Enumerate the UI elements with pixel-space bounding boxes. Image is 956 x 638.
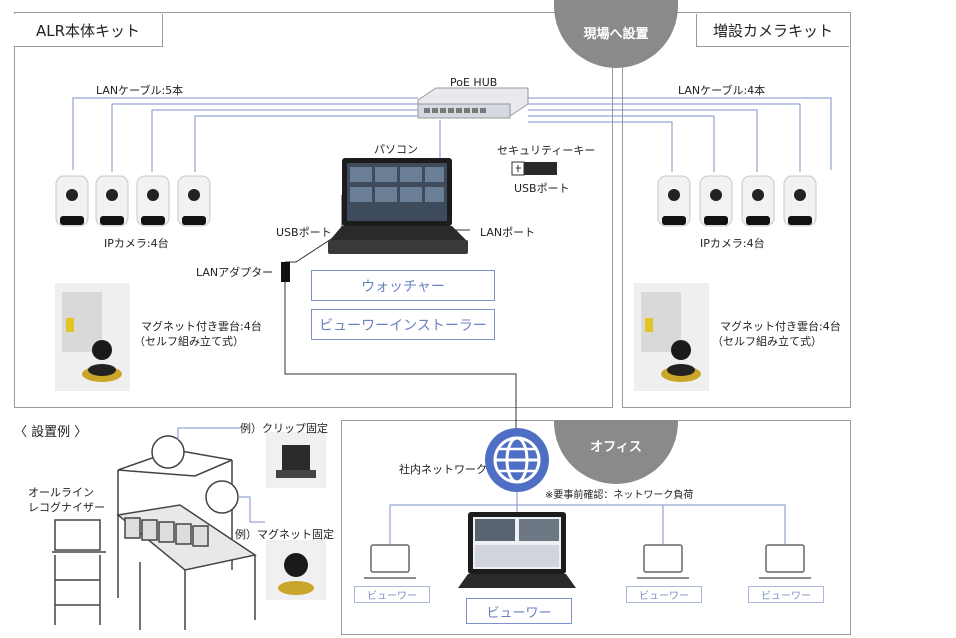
recognizer-label-2: レコグナイザー [28, 501, 105, 514]
lan-adapter [281, 262, 290, 282]
alr-kit-title: ALR本体キット [14, 14, 163, 47]
usb-port-right-label: USBポート [514, 182, 570, 195]
lan-port-label: LANポート [480, 226, 536, 239]
network-note: ※要事前確認：ネットワーク負荷 [545, 490, 694, 501]
laptop-pc [328, 158, 468, 254]
office-network-lines [389, 492, 786, 545]
left-mount-label-2: （セルフ組み立て式） [134, 335, 244, 348]
magnet-example-label: 例）マグネット固定 [235, 528, 334, 541]
network-label: 社内ネットワーク [399, 463, 487, 476]
recognizer-label-1: オールライン [28, 486, 94, 499]
office-laptops [364, 544, 811, 579]
office-badge-text: オフィス [590, 439, 642, 455]
left-cameras [55, 175, 211, 227]
magnet-mount-photo [266, 540, 326, 600]
network-globe-icon [485, 428, 549, 492]
poe-hub [417, 87, 529, 119]
left-camera-label: IPカメラ:4台 [104, 237, 169, 250]
usb-port-left-label: USBポート [276, 226, 332, 239]
viewer-main: ビューワー [466, 598, 572, 624]
pc-label: パソコン [374, 143, 418, 156]
right-camera-label: IPカメラ:4台 [700, 237, 765, 250]
viewer-small-2: ビューワー [626, 586, 702, 603]
clip-example-label: 例）クリップ固定 [240, 422, 328, 435]
left-mount-label-1: マグネット付き雲台:4台 [141, 320, 262, 333]
security-key [511, 161, 557, 176]
office-main-laptop [458, 512, 576, 588]
software-watcher: ウォッチャー [311, 270, 495, 301]
clip-mount-photo [266, 432, 326, 488]
install-badge-text: 現場へ設置 [583, 26, 649, 42]
right-mount-label-2: （セルフ組み立て式） [712, 335, 822, 348]
hub-label: PoE HUB [450, 76, 498, 89]
software-viewer-installer: ビューワーインストーラー [311, 309, 495, 340]
lan-adapter-label: LANアダプター [196, 266, 274, 279]
right-cable-label: LANケーブル:4本 [678, 84, 766, 97]
viewer-small-3: ビューワー [748, 586, 824, 603]
left-mount-photo [55, 283, 130, 391]
callout-lines [177, 427, 265, 523]
extension-kit-title: 増設カメラキット [696, 14, 849, 47]
security-key-label: セキュリティーキー [497, 144, 596, 157]
right-mount-label-1: マグネット付き雲台:4台 [720, 320, 841, 333]
left-cable-label: LANケーブル:5本 [96, 84, 184, 97]
installation-example-illustration [52, 435, 257, 630]
right-cameras [657, 175, 817, 227]
example-title: 〈 設置例 〉 [14, 425, 88, 440]
viewer-small-1: ビューワー [354, 586, 430, 603]
left-lan-cables [72, 97, 832, 172]
right-mount-photo [634, 283, 709, 391]
